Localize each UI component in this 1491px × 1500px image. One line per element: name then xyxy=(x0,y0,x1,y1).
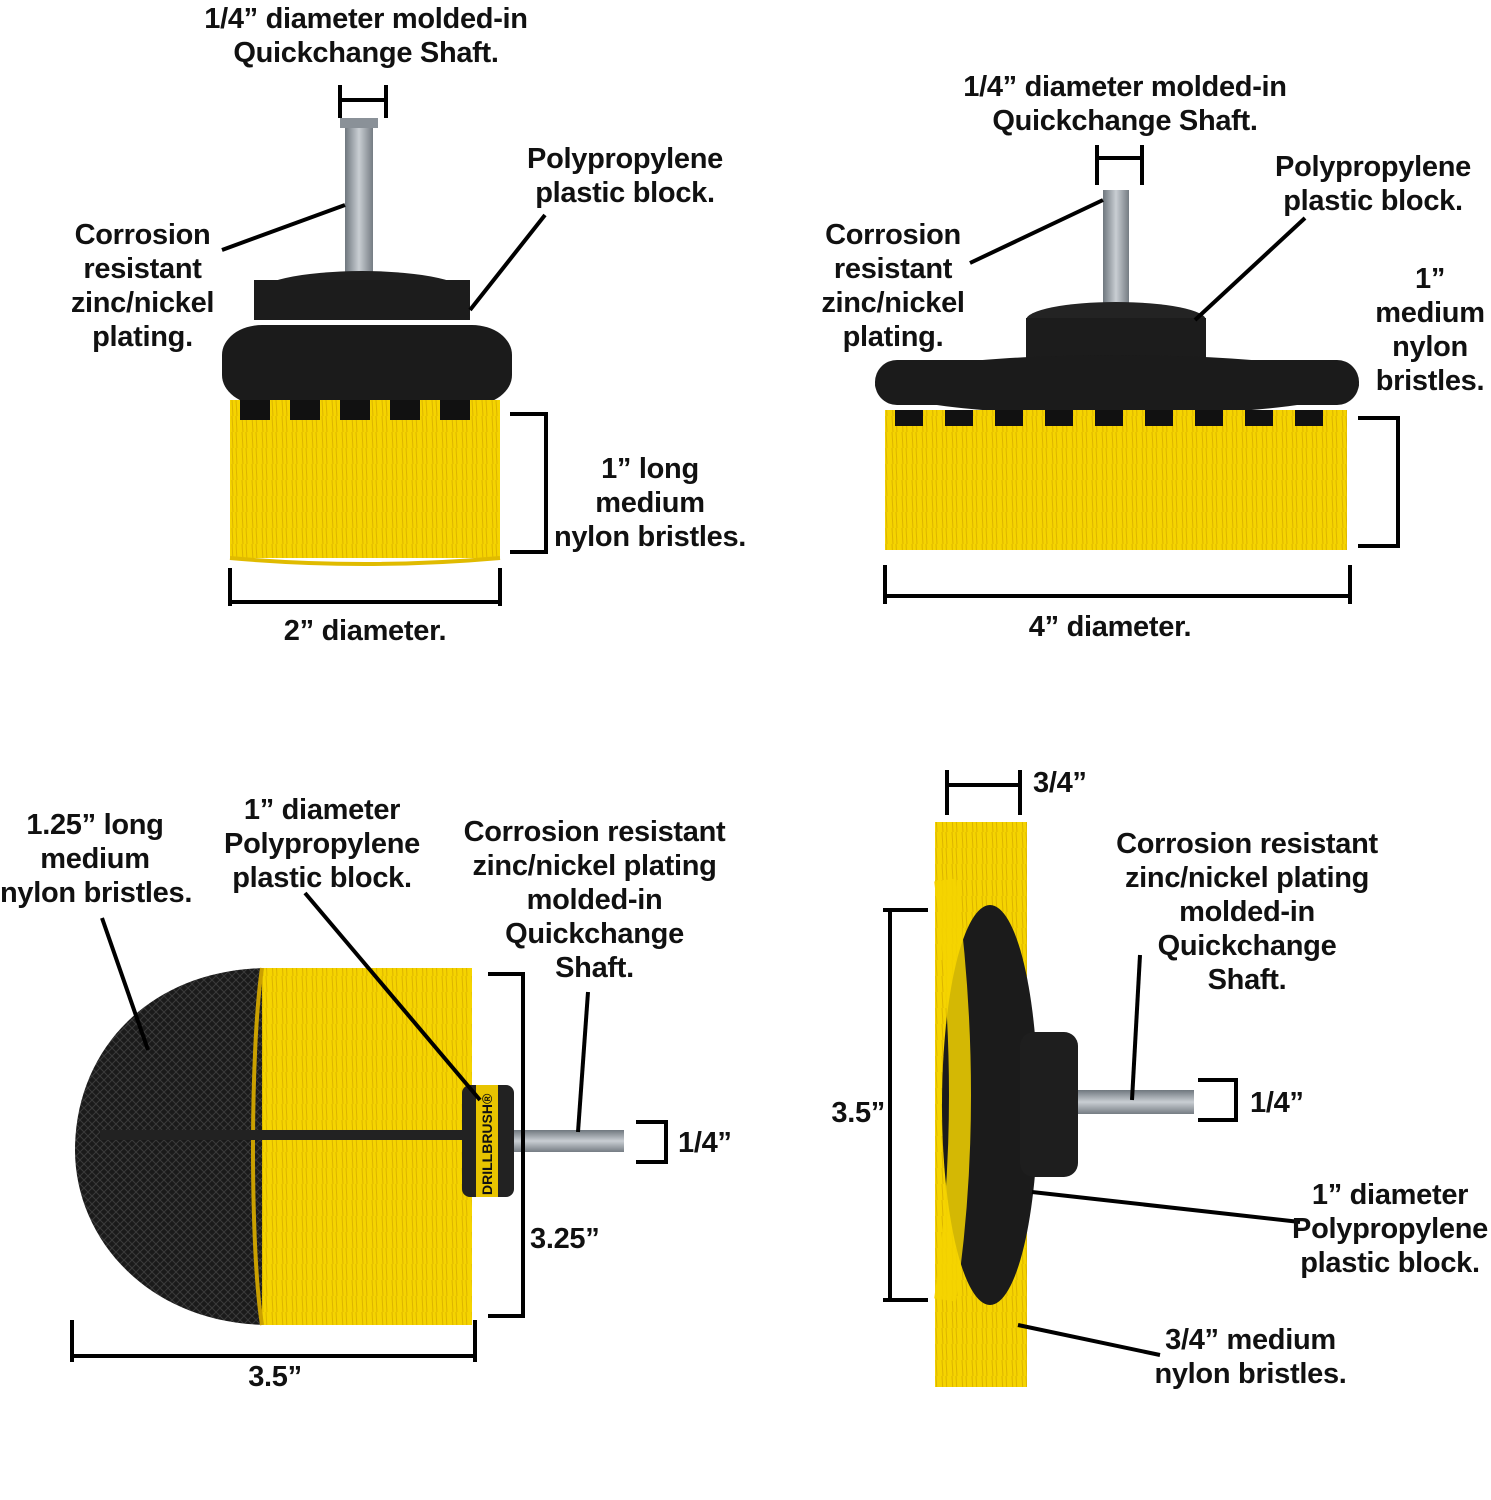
shaft xyxy=(514,1130,624,1152)
brand-text: DRILLBRUSH® xyxy=(479,1093,495,1195)
br-shaft-size: 1/4” xyxy=(1250,1087,1304,1119)
brush-2in xyxy=(221,85,548,606)
bl-shaft-size: 1/4” xyxy=(678,1127,732,1159)
block-base xyxy=(222,325,512,405)
bristles xyxy=(230,400,500,558)
yellow-bristles xyxy=(262,968,472,1325)
black-bristles xyxy=(75,968,270,1325)
br-width-label: 3/4” xyxy=(1033,767,1087,799)
brush-ball: DRILLBRUSH® xyxy=(70,891,668,1362)
bl-height-label: 3.25” xyxy=(530,1223,600,1255)
tr-diameter-label: 4” diameter. xyxy=(1028,611,1192,643)
tl-diameter-label: 2” diameter. xyxy=(283,615,447,647)
shaft xyxy=(1078,1090,1194,1114)
bristles xyxy=(885,410,1347,550)
shaft xyxy=(345,118,373,290)
shaft xyxy=(1103,190,1129,320)
brush-4in xyxy=(875,145,1400,604)
brush-side xyxy=(883,770,1301,1387)
br-height-label: 3.5” xyxy=(831,1097,885,1129)
bl-length-label: 3.5” xyxy=(248,1361,302,1393)
